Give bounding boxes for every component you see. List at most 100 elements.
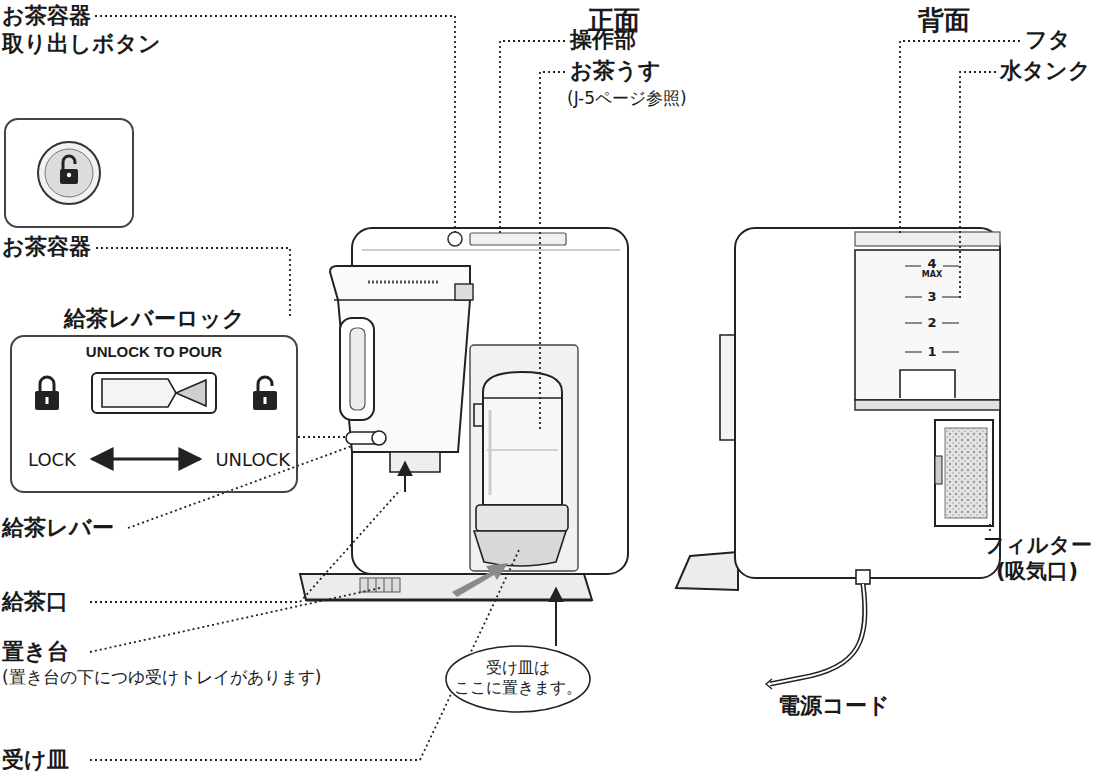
scale-mark: 2: [927, 315, 936, 331]
illustration-part: [942, 322, 959, 323]
illustration-part: [63, 156, 75, 170]
illustration-part: [264, 397, 267, 404]
part-label: 受け皿: [2, 746, 69, 774]
illustration-part: [368, 281, 440, 284]
illustration-part: [942, 351, 959, 352]
illustration-part: [960, 72, 996, 300]
illustration-part: [905, 296, 922, 297]
illustration-part: [900, 370, 955, 398]
illustration-part: [855, 232, 1000, 246]
illustration-part: [90, 490, 400, 602]
illustration-part: [766, 679, 772, 689]
illustration-part: [372, 431, 386, 445]
bubble-outline: [446, 646, 590, 712]
callout-bubble: 受け皿は ここに置きます。: [445, 645, 591, 713]
illustration-part: [943, 265, 959, 266]
page-note: (J-5ページ参照): [567, 88, 687, 109]
illustration-part: [989, 524, 991, 532]
illustration-part: [487, 449, 558, 450]
illustration-part: [330, 266, 470, 452]
illustration-part: [340, 318, 374, 420]
illustration-part: [945, 428, 987, 518]
illustration-part: [253, 391, 277, 410]
view-heading: 背面: [918, 4, 970, 37]
illustration-part: [360, 578, 400, 592]
illustration-part: [476, 505, 568, 531]
illustration-part: [92, 458, 200, 461]
back-machine: [676, 228, 1000, 689]
illustration-part: [555, 588, 557, 646]
illustration-part: [128, 446, 352, 528]
illustration-part: [489, 410, 492, 495]
illustration-part: [935, 420, 993, 526]
switch-position: LOCK: [28, 449, 76, 472]
illustration-part: [470, 345, 578, 571]
switch-position: UNLOCK: [215, 449, 290, 472]
inset-box: お茶容器 取り出しボタン: [4, 118, 134, 228]
inset-heading: お茶容器 取り出しボタン: [2, 2, 172, 57]
illustration-part: [540, 72, 565, 430]
part-label: 電源コード: [778, 692, 890, 720]
illustration-part: [935, 456, 942, 484]
illustration-part: [470, 233, 566, 245]
illustration-part: [856, 570, 870, 584]
illustration-part: [483, 372, 562, 505]
part-label: 操作部: [570, 26, 636, 54]
illustration-part: [905, 322, 922, 323]
inset-box: 給茶レバーロックUNLOCK TO POURLOCKUNLOCK: [10, 335, 298, 493]
illustration-part: [350, 328, 365, 410]
illustration-part: [258, 377, 272, 392]
front-machine: [300, 228, 628, 600]
illustration-part: [942, 296, 959, 297]
illustration-part: [45, 149, 93, 197]
part-label: 置き台: [2, 638, 69, 666]
part-label: お茶うす: [570, 57, 661, 85]
illustration-part: [855, 250, 1000, 400]
illustration-part: [474, 531, 566, 566]
inset-heading: 給茶レバーロック: [12, 305, 296, 333]
illustration-part: [404, 462, 406, 492]
switch-caption: UNLOCK TO POUR: [12, 343, 296, 362]
illustration-part: [720, 335, 735, 440]
illustration-part: [40, 377, 54, 392]
illustration-part: [392, 578, 393, 592]
illustration-part: [770, 584, 865, 684]
illustration-part: [474, 404, 483, 426]
part-label: 給茶口: [2, 588, 68, 616]
illustration-part: [735, 228, 1000, 578]
illustration-part: [90, 588, 380, 652]
scale-mark: 4: [927, 256, 936, 272]
illustration-part: [676, 552, 738, 590]
scale-mark: 1: [927, 344, 936, 360]
illustration-part: [92, 373, 216, 413]
illustration-part: [38, 142, 100, 204]
illustration-part: [455, 284, 473, 300]
leader-lines: [90, 16, 1020, 760]
illustration-part: [90, 548, 520, 760]
illustration-part: [35, 391, 59, 410]
illustration-part: [390, 452, 440, 472]
scale-mark: MAX: [922, 270, 942, 280]
scale-mark: 3: [927, 289, 936, 305]
page-note: (置き台の下につゆ受けトレイがあります): [2, 667, 321, 688]
illustration-part: [298, 436, 346, 438]
illustration-part: [500, 41, 565, 233]
illustration-part: [855, 400, 1000, 410]
illustration-part: [483, 397, 562, 398]
illustration-part: [770, 584, 865, 684]
lock-switch: [35, 373, 277, 459]
part-label: 給茶レバー: [2, 514, 114, 542]
illustration-part: [46, 397, 49, 404]
part-label: 水タンク: [1000, 57, 1091, 85]
illustration-part: [905, 351, 922, 352]
part-label: フタ: [1025, 26, 1071, 54]
callout-text: 受け皿は ここに置きます。: [445, 658, 591, 698]
illustration-part: [362, 249, 620, 250]
illustration-part: [376, 578, 377, 592]
illustration-part: [334, 299, 470, 301]
illustration-part: [384, 578, 385, 592]
illustration-part: [905, 266, 959, 352]
illustration-part: [905, 265, 921, 266]
pointer-arrows: [405, 462, 556, 646]
